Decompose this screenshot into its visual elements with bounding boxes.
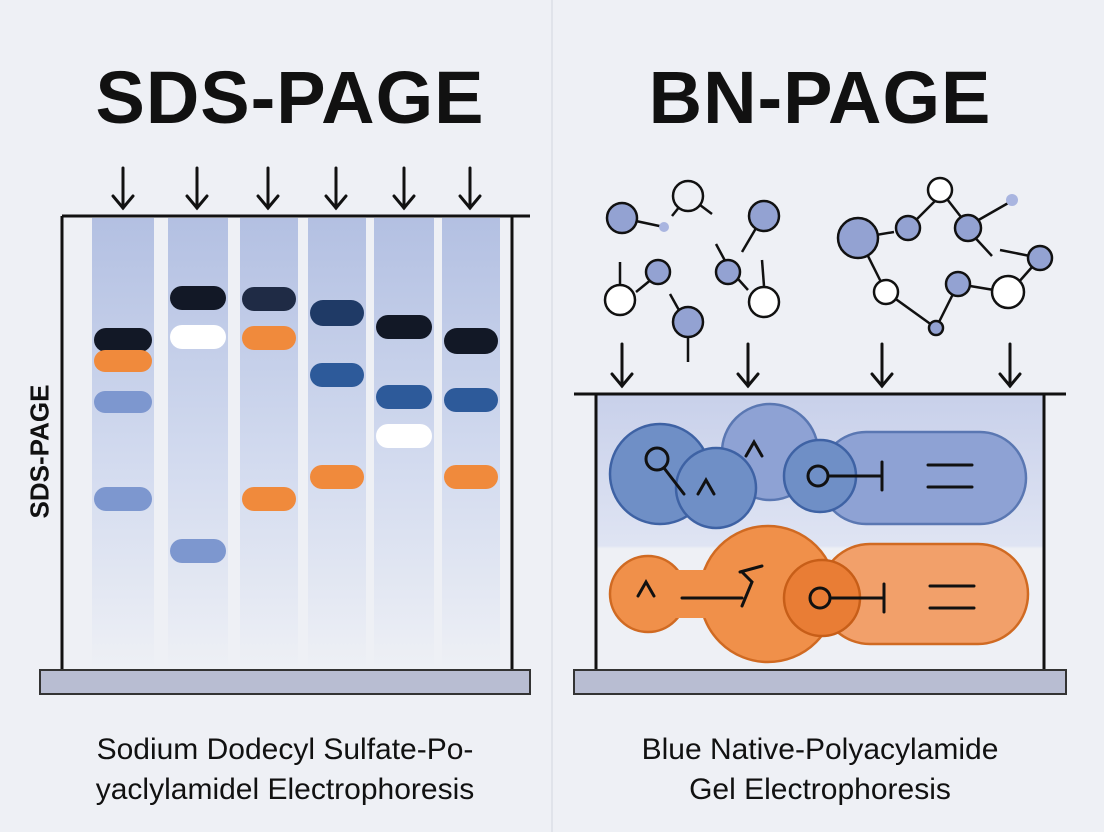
gel-base xyxy=(573,669,1067,695)
sds-gel xyxy=(39,214,531,695)
protein-band xyxy=(242,326,296,350)
protein-subunit-icon xyxy=(671,179,705,213)
sds-page-title: SDS-PAGE xyxy=(95,56,485,139)
sds-axis-label: SDS-PAGE xyxy=(24,384,55,519)
protein-subunit-icon xyxy=(836,216,880,260)
down-arrow-icon xyxy=(392,166,416,211)
bn-loading-arrows xyxy=(610,342,1022,389)
protein-band xyxy=(94,391,152,413)
down-arrow-icon xyxy=(998,342,1022,389)
protein-subunit-icon xyxy=(603,283,637,317)
protein-subunit-icon xyxy=(953,213,983,243)
protein-band xyxy=(310,465,364,489)
protein-subunit-icon xyxy=(605,201,639,235)
protein-band xyxy=(94,328,152,352)
down-arrow-icon xyxy=(111,166,135,211)
down-arrow-icon xyxy=(458,166,482,211)
down-arrow-icon xyxy=(736,342,760,389)
protein-subunit-icon xyxy=(944,270,972,298)
protein-band xyxy=(94,350,152,372)
down-arrow-icon xyxy=(870,342,894,389)
caption-line: Sodium Dodecyl Sulfate-Po- xyxy=(96,733,474,766)
complex-symbols xyxy=(644,438,974,496)
protein-subunit-icon xyxy=(671,305,705,339)
protein-band xyxy=(242,487,296,511)
protein-band xyxy=(242,287,296,311)
gel-base xyxy=(39,669,531,695)
gel-lane xyxy=(92,218,154,670)
protein-band xyxy=(310,300,364,326)
down-arrow-icon xyxy=(610,342,634,389)
bn-page-caption: Blue Native-Polyacylamide Gel Electropho… xyxy=(570,730,1070,810)
protein-network-left xyxy=(603,179,781,362)
protein-subunit-icon xyxy=(926,176,954,204)
protein-band xyxy=(170,286,226,310)
protein-subunit-icon xyxy=(659,222,669,232)
panel-divider xyxy=(551,0,553,832)
protein-subunit-icon xyxy=(1026,244,1054,272)
protein-band xyxy=(444,328,498,354)
complex-symbols xyxy=(636,564,976,614)
sds-loading-arrows xyxy=(111,166,482,211)
protein-band xyxy=(376,385,432,409)
gel-lane xyxy=(308,218,366,670)
protein-subunit-icon xyxy=(990,274,1026,310)
protein-band xyxy=(170,325,226,349)
protein-subunit-icon xyxy=(872,278,900,306)
protein-network-right xyxy=(836,176,1054,337)
protein-subunit-icon xyxy=(714,258,742,286)
protein-subunit-icon xyxy=(747,285,781,319)
caption-line: yaclylamidel Electrophoresis xyxy=(95,773,475,806)
protein-complex-icon xyxy=(608,402,1028,530)
protein-band xyxy=(444,465,498,489)
down-arrow-icon xyxy=(256,166,280,211)
bn-page-title: BN-PAGE xyxy=(648,56,992,139)
protein-subunit-icon xyxy=(747,199,781,233)
protein-subunit-icon xyxy=(927,319,945,337)
gel-lane xyxy=(168,218,228,670)
down-arrow-icon xyxy=(185,166,209,211)
sds-page-caption: Sodium Dodecyl Sulfate-Po- yaclylamidel … xyxy=(20,730,550,810)
gel-lane xyxy=(240,218,298,670)
protein-band xyxy=(376,424,432,448)
gel-lane xyxy=(442,218,500,670)
caption-line: Blue Native-Polyacylamide xyxy=(641,733,999,766)
protein-subunit-icon xyxy=(1006,194,1018,206)
bn-gel xyxy=(573,392,1067,695)
protein-complex-icon xyxy=(608,524,1030,664)
caption-line: Gel Electrophoresis xyxy=(689,773,951,806)
protein-subunit-icon xyxy=(894,214,922,242)
protein-band xyxy=(310,363,364,387)
protein-subunit-icon xyxy=(644,258,672,286)
protein-band xyxy=(376,315,432,339)
protein-band xyxy=(444,388,498,412)
protein-band xyxy=(94,487,152,511)
protein-band xyxy=(170,539,226,563)
down-arrow-icon xyxy=(324,166,348,211)
